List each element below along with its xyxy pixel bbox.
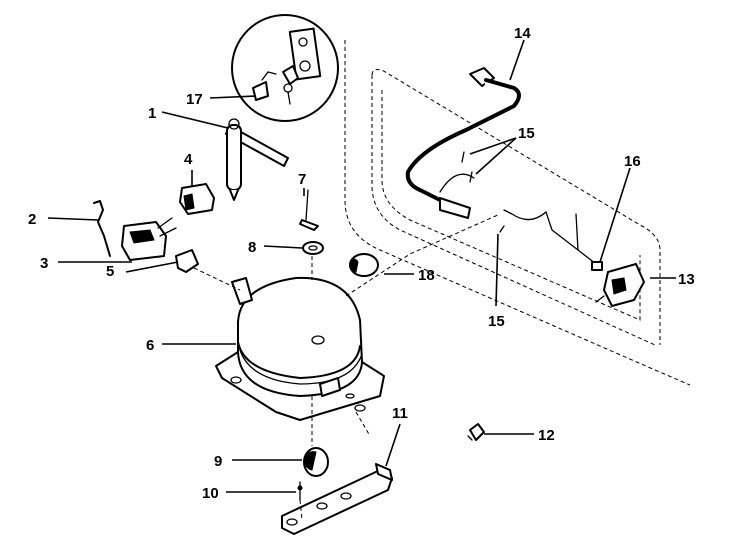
callout-10: 10 bbox=[202, 485, 219, 502]
part-10-screw bbox=[297, 481, 303, 501]
callout-4: 4 bbox=[184, 151, 193, 168]
part-3-relay bbox=[121, 217, 177, 261]
callout-13: 13 bbox=[678, 271, 695, 288]
leader-lines bbox=[47, 39, 676, 493]
inset-detail-circle bbox=[231, 14, 339, 122]
part-14-wire-harness bbox=[405, 67, 521, 219]
callout-6: 6 bbox=[146, 337, 154, 354]
part-1-filter-drier bbox=[225, 118, 289, 201]
alignment-lines bbox=[193, 213, 501, 521]
callout-15a: 15 bbox=[518, 125, 535, 142]
callout-14: 14 bbox=[514, 25, 531, 42]
part-12-clip bbox=[467, 423, 485, 441]
part-8-washer bbox=[302, 241, 324, 255]
callout-1: 1 bbox=[148, 105, 156, 122]
part-6-compressor bbox=[215, 276, 385, 421]
part-5-terminal-clip bbox=[175, 249, 199, 273]
callout-11: 11 bbox=[392, 405, 408, 422]
part-7-pin bbox=[299, 189, 319, 231]
callout-16: 16 bbox=[624, 153, 641, 170]
callout-3: 3 bbox=[40, 255, 48, 272]
callout-7: 7 bbox=[298, 171, 306, 188]
callout-8: 8 bbox=[248, 239, 256, 256]
cabinet-outline bbox=[344, 40, 691, 386]
callout-17: 17 bbox=[186, 91, 203, 108]
callout-15b: 15 bbox=[488, 313, 505, 330]
callout-2: 2 bbox=[28, 211, 36, 228]
callout-labels: 1 2 3 4 5 6 7 8 9 10 11 12 13 14 15 15 1… bbox=[28, 25, 695, 502]
part-15-screws bbox=[461, 151, 505, 233]
part-18-grommet bbox=[349, 253, 379, 277]
callout-9: 9 bbox=[214, 453, 222, 470]
callout-18: 18 bbox=[418, 267, 435, 284]
part-9-mount-grommet bbox=[303, 447, 329, 477]
part-2-wire-clip bbox=[93, 200, 111, 257]
part-4-overload bbox=[179, 183, 215, 215]
part-11-mounting-rail bbox=[281, 463, 393, 535]
part-16-wire-connector bbox=[503, 209, 603, 271]
callout-12: 12 bbox=[538, 427, 555, 444]
part-13-thermostat bbox=[595, 263, 645, 307]
callout-5: 5 bbox=[106, 263, 114, 280]
